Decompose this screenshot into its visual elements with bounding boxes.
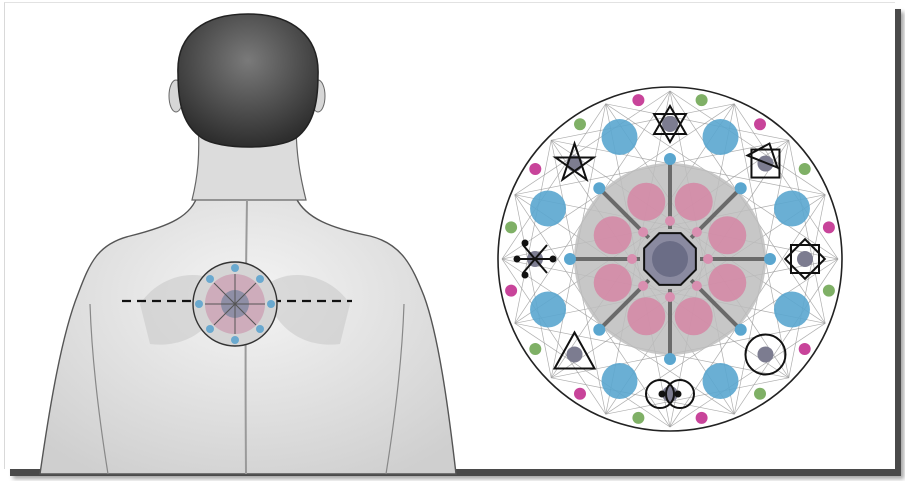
pink-joint [665, 216, 675, 226]
magenta-dot [696, 412, 708, 424]
pink-gem [627, 183, 665, 221]
blue-small-gem [735, 182, 747, 194]
blue-gem [601, 119, 637, 155]
pink-joint [692, 281, 702, 291]
green-dot [696, 94, 708, 106]
magenta-dot [823, 221, 835, 233]
pink-joint [665, 292, 675, 302]
magenta-dot [754, 118, 766, 130]
pink-joint [638, 281, 648, 291]
blue-small-gem [564, 253, 576, 265]
green-dot [574, 118, 586, 130]
head-hair [178, 14, 318, 147]
magenta-dot [505, 285, 517, 297]
pink-gem [675, 297, 713, 335]
green-dot [754, 388, 766, 400]
blue-gem [601, 363, 637, 399]
blue-gem [530, 292, 566, 328]
center-gem [652, 241, 688, 277]
mandala-diagram [490, 74, 850, 444]
magenta-dot [799, 343, 811, 355]
pink-gem [708, 216, 746, 254]
magenta-dot [529, 163, 541, 175]
magenta-dot [632, 94, 644, 106]
pink-joint [692, 227, 702, 237]
star-of-octagram-icon [785, 239, 825, 279]
human-back-svg [20, 4, 470, 476]
pink-gem [675, 183, 713, 221]
green-dot [505, 221, 517, 233]
pink-gem [708, 264, 746, 302]
pink-joint [638, 227, 648, 237]
blue-small-gem [593, 324, 605, 336]
blue-small-gem [664, 153, 676, 165]
blue-gem [774, 190, 810, 226]
blue-small-gem [593, 182, 605, 194]
pink-gem [594, 264, 632, 302]
blue-gem [703, 363, 739, 399]
blue-small-gem [664, 353, 676, 365]
green-dot [823, 285, 835, 297]
blue-small-gem [764, 253, 776, 265]
green-dot [529, 343, 541, 355]
pink-joint [627, 254, 637, 264]
mandala-svg [490, 74, 850, 444]
blue-gem [774, 292, 810, 328]
green-dot [799, 163, 811, 175]
magenta-dot [574, 388, 586, 400]
pink-gem [594, 216, 632, 254]
pink-gem [627, 297, 665, 335]
blue-small-gem [735, 324, 747, 336]
blue-gem [703, 119, 739, 155]
human-back-illustration [20, 4, 470, 476]
green-dot [632, 412, 644, 424]
small-mandala-disk [193, 262, 277, 346]
blue-gem [530, 190, 566, 226]
pink-joint [703, 254, 713, 264]
